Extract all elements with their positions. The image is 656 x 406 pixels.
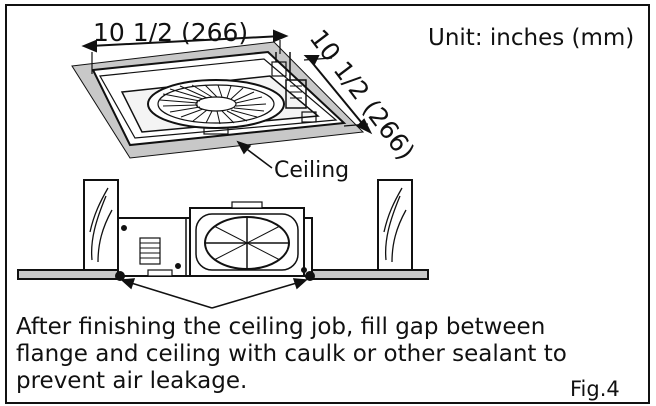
ceiling-label: Ceiling (274, 158, 350, 183)
dimension-lines (81, 29, 373, 135)
joist-left (83, 179, 119, 271)
fan-housing-side-view (115, 201, 315, 281)
note-line: prevent air leakage. (16, 368, 248, 394)
width-dimension-label: 10 1/2 (266) (93, 18, 249, 47)
joist-right (377, 179, 413, 271)
ceiling-leader (236, 140, 273, 169)
figure-frame (5, 4, 650, 404)
note-line: flange and ceiling with caulk or other s… (16, 341, 567, 367)
figure-number: Fig.4 (570, 377, 620, 401)
installation-note: After finishing the ceiling job, fill ga… (16, 314, 646, 395)
fan-housing-top-view (91, 50, 347, 147)
note-line: After finishing the ceiling job, fill ga… (16, 314, 546, 340)
unit-label: Unit: inches (mm) (428, 25, 635, 51)
caulk-leaders (120, 278, 308, 309)
